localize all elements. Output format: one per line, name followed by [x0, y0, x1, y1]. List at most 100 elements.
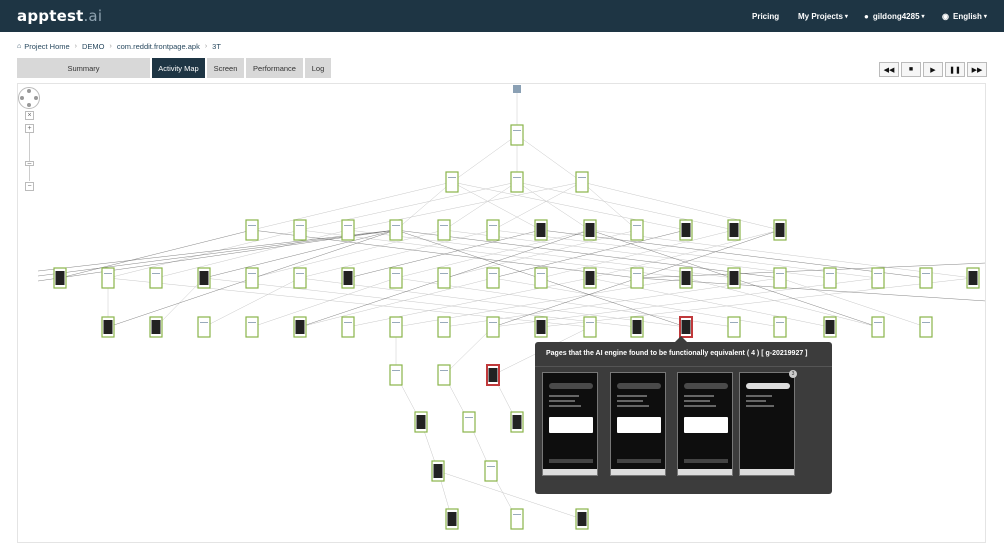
equivalent-page-thumbnail[interactable]: [542, 372, 598, 476]
tab-summary[interactable]: Summary: [17, 58, 150, 78]
screen-node[interactable]: [534, 267, 548, 289]
screen-node[interactable]: [823, 267, 837, 289]
start-node[interactable]: [513, 85, 521, 93]
activity-map-canvas[interactable]: [17, 83, 986, 543]
screen-node[interactable]: [414, 411, 428, 433]
tab-screen[interactable]: Screen: [207, 58, 244, 78]
screen-node[interactable]: [773, 316, 787, 338]
screen-node[interactable]: [245, 267, 259, 289]
breadcrumb-home[interactable]: Project Home: [24, 42, 70, 51]
screen-node[interactable]: [583, 316, 597, 338]
screen-node[interactable]: [486, 316, 500, 338]
screen-node[interactable]: [510, 124, 524, 146]
screen-node[interactable]: [583, 267, 597, 289]
screen-node[interactable]: [486, 267, 500, 289]
breadcrumb-item[interactable]: com.reddit.frontpage.apk: [116, 42, 200, 51]
screen-node[interactable]: [575, 171, 589, 193]
tab-activity-map[interactable]: Activity Map: [152, 58, 205, 78]
screen-node[interactable]: [437, 267, 451, 289]
reset-zoom-button[interactable]: ×: [25, 111, 34, 120]
screen-node[interactable]: [679, 219, 693, 241]
zoom-slider-track[interactable]: [29, 133, 30, 181]
screen-node[interactable]: [149, 316, 163, 338]
apptest-logo[interactable]: apptest.ai: [17, 7, 103, 25]
activity-graph[interactable]: [18, 84, 986, 543]
equivalent-page-thumbnail[interactable]: [677, 372, 733, 476]
screen-node[interactable]: [966, 267, 980, 289]
screen-node[interactable]: [389, 219, 403, 241]
screen-node[interactable]: [486, 219, 500, 241]
screen-node[interactable]: [389, 364, 403, 386]
screen-node[interactable]: [727, 316, 741, 338]
zoom-out-button[interactable]: −: [25, 182, 34, 191]
screen-node[interactable]: [510, 171, 524, 193]
pan-compass-icon[interactable]: [18, 87, 40, 109]
screen-node[interactable]: [293, 316, 307, 338]
zoom-slider-handle[interactable]: –: [25, 160, 34, 167]
screen-node[interactable]: [486, 364, 500, 386]
screen-node[interactable]: [919, 267, 933, 289]
screen-node[interactable]: [197, 267, 211, 289]
screen-node[interactable]: [445, 508, 459, 530]
screen-node[interactable]: [437, 316, 451, 338]
screen-node[interactable]: [389, 316, 403, 338]
rewind-button[interactable]: ◀◀: [879, 62, 899, 77]
screen-node[interactable]: [53, 267, 67, 289]
tab-performance[interactable]: Performance: [246, 58, 303, 78]
screen-node[interactable]: [101, 267, 115, 289]
screen-node[interactable]: [727, 267, 741, 289]
screen-node[interactable]: [245, 316, 259, 338]
nav-user-menu[interactable]: ●gildong4285▾: [864, 11, 925, 21]
screen-node[interactable]: [679, 267, 693, 289]
nav-my-projects[interactable]: My Projects▾: [798, 11, 848, 21]
screen-node[interactable]: [823, 316, 837, 338]
screen-node[interactable]: [293, 267, 307, 289]
equivalent-page-thumbnail[interactable]: [610, 372, 666, 476]
nav-pricing[interactable]: Pricing: [752, 11, 780, 21]
screen-node[interactable]: [197, 316, 211, 338]
pause-button[interactable]: ❚❚: [945, 62, 965, 77]
screen-node[interactable]: [484, 460, 498, 482]
screen-node[interactable]: [341, 316, 355, 338]
screen-node[interactable]: [293, 219, 307, 241]
zoom-in-button[interactable]: +: [25, 124, 34, 133]
equivalent-page-thumbnail[interactable]: 3: [739, 370, 797, 476]
tab-log[interactable]: Log: [305, 58, 331, 78]
globe-icon: ◉: [942, 11, 949, 21]
chevron-right-icon: ›: [74, 43, 78, 50]
screen-node[interactable]: [630, 219, 644, 241]
stop-button[interactable]: ■: [901, 62, 921, 77]
screen-node[interactable]: [583, 219, 597, 241]
screen-node[interactable]: [431, 460, 445, 482]
screen-node[interactable]: [510, 411, 524, 433]
screen-node[interactable]: [510, 508, 524, 530]
screen-node[interactable]: [445, 171, 459, 193]
breadcrumb-item[interactable]: DEMO: [82, 42, 105, 51]
nav-language[interactable]: ◉English▾: [942, 11, 987, 21]
screen-node[interactable]: [575, 508, 589, 530]
screen-node[interactable]: [341, 267, 355, 289]
screen-node[interactable]: [149, 267, 163, 289]
screen-node[interactable]: [630, 267, 644, 289]
screen-node[interactable]: [245, 219, 259, 241]
screen-node[interactable]: [389, 267, 403, 289]
screen-node[interactable]: [437, 364, 451, 386]
screen-node[interactable]: [534, 219, 548, 241]
screen-node-thumb: [295, 320, 305, 334]
screen-node[interactable]: [679, 316, 693, 338]
screen-node[interactable]: [727, 219, 741, 241]
screen-node[interactable]: [341, 219, 355, 241]
screen-node[interactable]: [630, 316, 644, 338]
fast-forward-button[interactable]: ▶▶: [967, 62, 987, 77]
screen-node[interactable]: [773, 267, 787, 289]
screen-node[interactable]: [462, 411, 476, 433]
screen-node-frame: [389, 267, 403, 289]
screen-node[interactable]: [871, 267, 885, 289]
screen-node[interactable]: [919, 316, 933, 338]
play-button[interactable]: ▶: [923, 62, 943, 77]
screen-node[interactable]: [773, 219, 787, 241]
screen-node[interactable]: [534, 316, 548, 338]
screen-node[interactable]: [871, 316, 885, 338]
screen-node[interactable]: [101, 316, 115, 338]
screen-node[interactable]: [437, 219, 451, 241]
